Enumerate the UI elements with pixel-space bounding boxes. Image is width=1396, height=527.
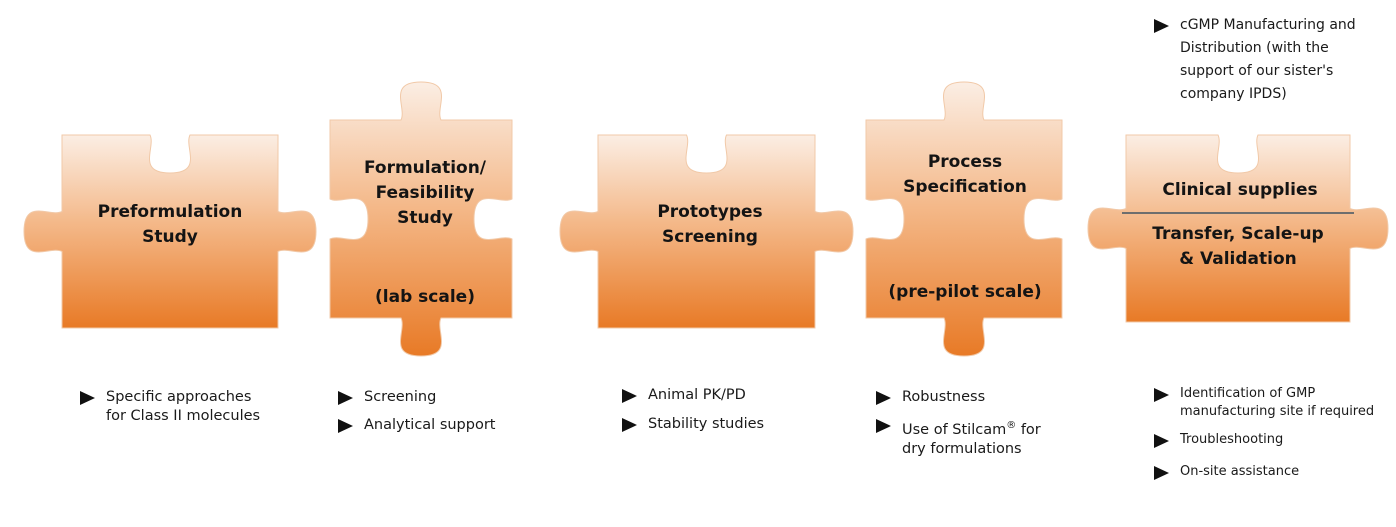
list-item: Troubleshooting	[1150, 431, 1396, 449]
clinical-divider	[1122, 212, 1354, 214]
prototypes-bullets: Animal PK/PD Stability studies	[618, 386, 838, 434]
arrow-right-icon	[338, 391, 353, 405]
preformulation-piece-label: Preformulation Study	[97, 202, 243, 247]
arrow-right-icon	[622, 418, 637, 432]
formulation-scale-label: (lab scale)	[375, 287, 475, 307]
list-item: Use of Stilcam® for dry formulations	[872, 416, 1092, 459]
puzzle-piece-process	[865, 81, 1063, 357]
formulation-bullets: Screening Analytical support	[334, 388, 554, 435]
list-item: Screening	[334, 388, 554, 407]
cgmp-note: cGMP Manufacturing and Distribution (wit…	[1150, 14, 1390, 106]
registered-mark: ®	[1006, 420, 1017, 431]
process-bullets: Robustness Use of Stilcam® for dry formu…	[872, 388, 1092, 459]
arrow-right-icon	[1154, 466, 1169, 480]
arrow-right-icon	[1154, 19, 1169, 33]
list-item: Identification of GMP manufacturing site…	[1150, 385, 1396, 421]
arrow-right-icon	[622, 389, 637, 403]
arrow-right-icon	[80, 391, 95, 405]
transfer-scaleup-label: Transfer, Scale-up & Validation	[1152, 224, 1324, 269]
puzzle-piece-clinical	[1087, 134, 1389, 323]
formulation-piece-label: Formulation/ Feasibility Study	[363, 158, 487, 228]
puzzle-piece-preformulation	[23, 134, 317, 329]
arrow-right-icon	[876, 391, 891, 405]
arrow-right-icon	[1154, 388, 1169, 402]
list-item: Animal PK/PD	[618, 386, 838, 405]
arrow-right-icon	[876, 419, 891, 433]
list-item: Specific approaches for Class II molecul…	[76, 388, 296, 426]
prototypes-piece-label: Prototypes Screening	[657, 202, 763, 247]
list-item: Robustness	[872, 388, 1092, 407]
clinical-supplies-label: Clinical supplies	[1162, 180, 1318, 200]
list-item: Stability studies	[618, 415, 838, 434]
clinical-bullets: Identification of GMP manufacturing site…	[1150, 385, 1396, 481]
puzzle-piece-formulation	[329, 81, 513, 357]
process-piece-label: Process Specification	[903, 152, 1027, 197]
list-item: Analytical support	[334, 416, 554, 435]
arrow-right-icon	[338, 419, 353, 433]
preformulation-bullets: Specific approaches for Class II molecul…	[76, 388, 296, 426]
cgmp-note-item: cGMP Manufacturing and Distribution (wit…	[1150, 14, 1390, 106]
process-scale-label: (pre-pilot scale)	[888, 282, 1042, 302]
puzzle-piece-prototypes	[559, 134, 854, 329]
arrow-right-icon	[1154, 434, 1169, 448]
list-item: On-site assistance	[1150, 463, 1396, 481]
